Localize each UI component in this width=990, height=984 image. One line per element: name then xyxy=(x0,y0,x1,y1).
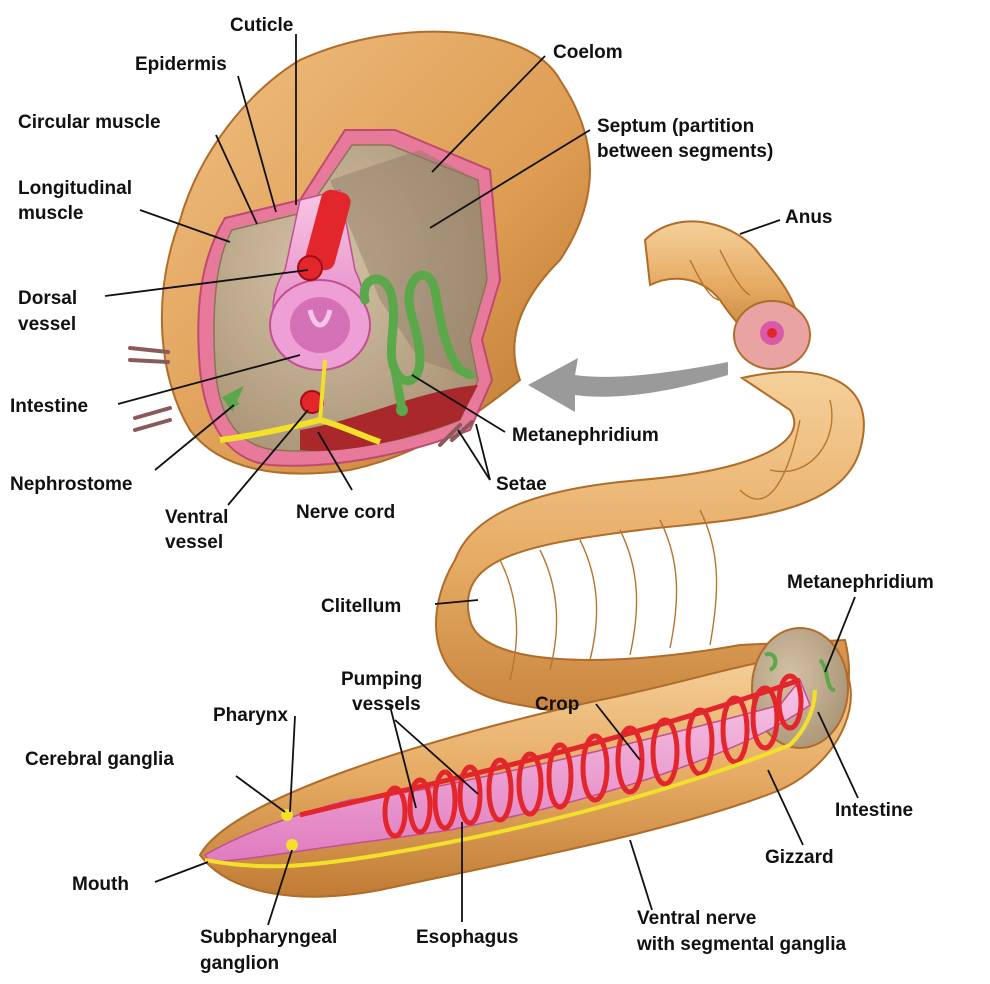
label-dorsal-vessel-2: vessel xyxy=(18,314,76,335)
label-ventral-nerve-2: with segmental ganglia xyxy=(636,934,846,955)
label-ventral-vessel-1: Ventral xyxy=(165,507,228,528)
label-longitudinal-muscle-1: Longitudinal xyxy=(18,178,132,199)
label-ventral-nerve-1: Ventral nerve xyxy=(637,908,756,929)
label-esophagus: Esophagus xyxy=(416,927,518,948)
label-septum-2: between segments) xyxy=(597,141,773,162)
label-subpharyngeal-2: ganglion xyxy=(200,953,279,974)
label-cerebral-ganglia: Cerebral ganglia xyxy=(25,749,174,770)
label-coelom: Coelom xyxy=(553,42,623,63)
label-dorsal-vessel-1: Dorsal xyxy=(18,288,77,309)
subpharyngeal-ganglion-dot xyxy=(286,839,298,851)
label-crop: Crop xyxy=(535,694,579,715)
cross-section xyxy=(130,32,590,474)
label-anus: Anus xyxy=(785,207,833,228)
label-pumping-vessels-1: Pumping xyxy=(341,669,422,690)
label-metanephridium-top: Metanephridium xyxy=(512,425,659,446)
label-septum-1: Septum (partition xyxy=(597,116,754,137)
label-nerve-cord: Nerve cord xyxy=(296,502,395,523)
label-longitudinal-muscle-2: muscle xyxy=(18,203,83,224)
label-circular-muscle: Circular muscle xyxy=(18,112,161,133)
dorsal-vessel-dot xyxy=(298,256,322,280)
label-intestine-bottom: Intestine xyxy=(835,800,913,821)
label-metanephridium-bottom: Metanephridium xyxy=(787,572,934,593)
direction-arrow xyxy=(528,358,728,412)
label-clitellum: Clitellum xyxy=(321,596,401,617)
label-setae: Setae xyxy=(496,474,547,495)
label-subpharyngeal-1: Subpharyngeal xyxy=(200,927,337,948)
label-nephrostome: Nephrostome xyxy=(10,474,132,495)
label-intestine-top: Intestine xyxy=(10,396,88,417)
label-mouth: Mouth xyxy=(72,874,129,895)
label-ventral-vessel-2: vessel xyxy=(165,532,223,553)
label-gizzard: Gizzard xyxy=(765,847,834,868)
label-epidermis: Epidermis xyxy=(135,54,227,75)
label-pharynx: Pharynx xyxy=(213,705,288,726)
label-pumping-vessels-2: vessels xyxy=(352,694,421,715)
label-cuticle: Cuticle xyxy=(230,15,293,36)
